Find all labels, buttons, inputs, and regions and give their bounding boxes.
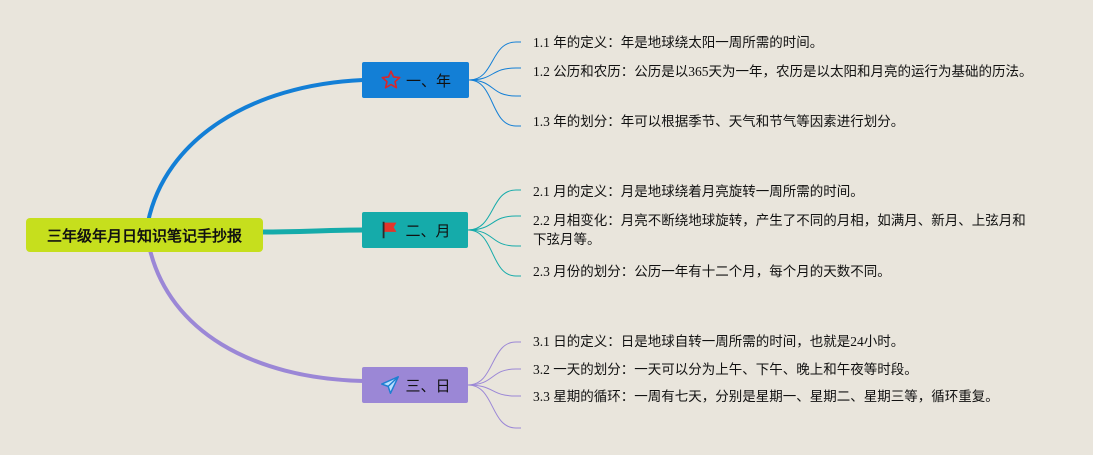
- leaf-year-division[interactable]: 1.3 年的划分：年可以根据季节、天气和节气等因素进行划分。: [533, 114, 905, 129]
- paper-plane-icon: [379, 374, 401, 396]
- connector-root-month: [259, 227, 366, 235]
- leaf-month-phases[interactable]: 2.2 月相变化：月亮不断绕地球旋转，产生了不同的月相，如满月、新月、上弦月和下…: [533, 213, 1026, 247]
- leaf-month-division[interactable]: 2.3 月份的划分：公历一年有十二个月，每个月的天数不同。: [533, 264, 891, 279]
- branch-month-label: 二、月: [405, 221, 451, 240]
- leaf-day-week[interactable]: 3.3 星期的循环：一周有七天，分别是星期一、星期二、星期三等，循环重复。: [533, 389, 999, 404]
- root-topic[interactable]: 三年级年月日知识笔记手抄报: [26, 218, 263, 252]
- branch-day[interactable]: 三、日: [362, 367, 468, 403]
- branch-year-label: 一、年: [405, 71, 451, 90]
- leaf-day-definition[interactable]: 3.1 日的定义：日是地球自转一周所需的时间，也就是24小时。: [533, 334, 905, 349]
- branch-year[interactable]: 一、年: [362, 62, 469, 98]
- day-leaf-connectors: [467, 341, 521, 429]
- flag-icon: [379, 219, 401, 241]
- connector-root-day: [148, 248, 365, 383]
- connector-root-year: [146, 78, 365, 224]
- leaf-day-division[interactable]: 3.2 一天的划分：一天可以分为上午、下午、晚上和午夜等时段。: [533, 362, 918, 377]
- month-leaf-connectors: [467, 189, 521, 277]
- leaf-month-definition[interactable]: 2.1 月的定义：月是地球绕着月亮旋转一周所需的时间。: [533, 184, 864, 199]
- branch-month[interactable]: 二、月: [362, 212, 468, 248]
- leaf-year-definition[interactable]: 1.1 年的定义：年是地球绕太阳一周所需的时间。: [533, 35, 824, 50]
- year-leaf-connectors: [468, 41, 521, 127]
- root-topic-label: 三年级年月日知识笔记手抄报: [46, 226, 242, 245]
- branch-day-label: 三、日: [405, 376, 451, 395]
- star-icon: [380, 69, 402, 91]
- leaf-year-calendars[interactable]: 1.2 公历和农历：公历是以365天为一年，农历是以太阳和月亮的运行为基础的历法…: [533, 64, 1033, 79]
